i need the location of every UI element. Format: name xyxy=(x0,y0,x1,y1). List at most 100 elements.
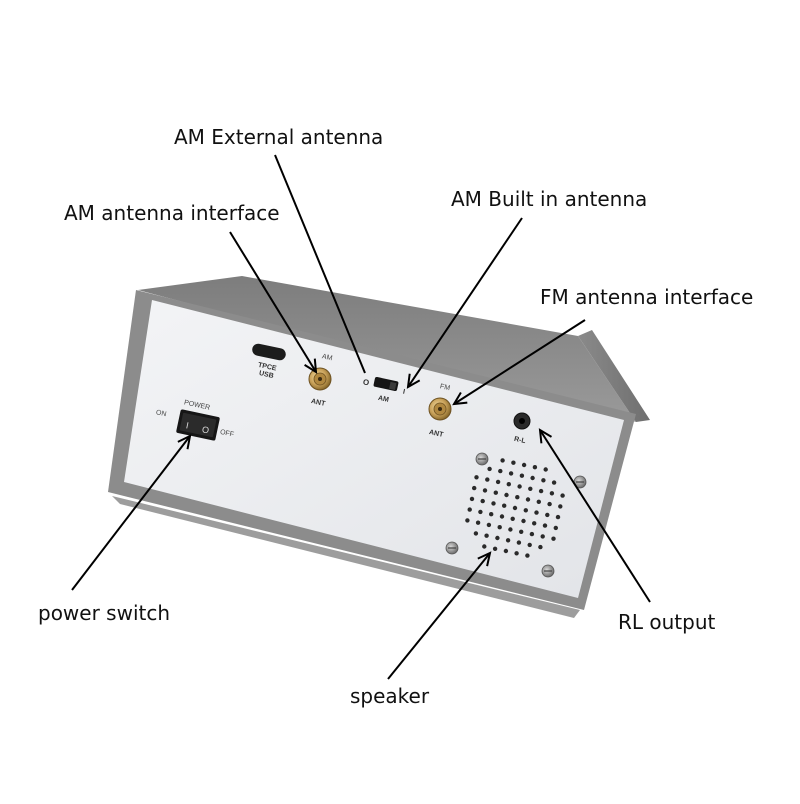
speaker-hole xyxy=(525,553,530,558)
label-power-switch: power switch xyxy=(38,601,171,625)
am-connector-label: AM xyxy=(321,353,333,362)
speaker-hole xyxy=(517,484,522,489)
speaker-hole xyxy=(504,492,509,498)
speaker-hole xyxy=(465,518,470,523)
callout-arrows xyxy=(71,154,651,680)
front-panel xyxy=(124,300,624,598)
speaker-hole xyxy=(528,486,533,491)
label-am-antenna-interface: AM antenna interface xyxy=(64,201,280,225)
speaker-hole xyxy=(527,542,532,548)
usb-label-usb: USB xyxy=(258,370,274,380)
speaker-hole xyxy=(495,535,500,541)
speaker-hole xyxy=(542,523,548,528)
am-sma-pin xyxy=(318,377,322,381)
arrow-am-antenna-interface xyxy=(229,231,318,374)
speaker-hole xyxy=(538,544,543,550)
selector-knob xyxy=(389,381,397,390)
speaker-hole xyxy=(549,491,555,496)
speaker-hole xyxy=(525,497,531,502)
selector-o-label: O xyxy=(362,377,370,387)
power-rocker-face xyxy=(179,412,217,438)
speaker-grille xyxy=(465,458,565,558)
speaker-hole xyxy=(560,493,565,498)
speaker-hole xyxy=(502,503,507,508)
speaker-hole xyxy=(519,473,525,478)
speaker-hole xyxy=(508,527,513,532)
speaker-hole xyxy=(503,548,509,554)
speaker-hole xyxy=(510,516,515,521)
speaker-hole xyxy=(521,518,526,524)
usb-c-port[interactable] xyxy=(251,343,287,362)
label-am-built-in-antenna: AM Built in antenna xyxy=(451,187,648,211)
speaker-hole xyxy=(475,520,481,525)
speaker-hole xyxy=(555,514,561,520)
speaker-hole xyxy=(534,510,539,515)
speaker-hole xyxy=(514,551,519,556)
speaker-hole xyxy=(558,504,563,509)
speaker-hole xyxy=(500,458,505,463)
speaker-hole xyxy=(486,522,492,528)
speaker-hole xyxy=(487,466,492,472)
arrow-am-external-antenna xyxy=(274,154,366,374)
speaker-hole xyxy=(511,460,516,465)
rl-jack-hole xyxy=(519,418,525,424)
speaker-hole xyxy=(543,467,548,472)
speaker-hole xyxy=(480,498,485,504)
speaker-hole xyxy=(508,471,514,476)
label-am-external-antenna: AM External antenna xyxy=(174,125,384,149)
speaker-hole xyxy=(516,540,522,545)
speaker-hole xyxy=(473,531,479,536)
label-speaker: speaker xyxy=(350,684,430,708)
speaker-hole xyxy=(512,505,518,511)
case-side xyxy=(578,330,650,422)
fm-ant-label: ANT xyxy=(428,429,444,439)
speaker-hole xyxy=(492,546,498,551)
speaker-hole xyxy=(540,534,545,539)
speaker-hole xyxy=(469,496,475,502)
fm-connector-label: FM xyxy=(439,383,451,392)
speaker-hole xyxy=(472,485,477,491)
arrow-power-switch xyxy=(71,434,192,591)
usb-label-tpce: TPCE xyxy=(257,362,277,373)
panel-screw xyxy=(475,452,489,466)
arrow-speaker xyxy=(387,551,492,680)
speaker-hole xyxy=(538,488,544,494)
speaker-hole xyxy=(505,538,511,543)
speaker-hole xyxy=(478,509,483,515)
speaker-hole xyxy=(482,488,488,493)
panel-screw xyxy=(445,541,459,555)
speaker-hole xyxy=(482,544,487,549)
speaker-hole xyxy=(474,475,479,480)
speaker-hole xyxy=(551,480,557,485)
power-off-label: OFF xyxy=(219,429,234,439)
speaker-hole xyxy=(489,512,494,517)
speaker-hole xyxy=(545,512,550,518)
speaker-hole xyxy=(498,468,503,474)
speaker-hole xyxy=(497,525,502,530)
speaker-hole xyxy=(530,475,535,481)
selector-i-label: I xyxy=(402,389,405,396)
speaker-hole xyxy=(519,529,524,534)
arrow-fm-antenna-interface xyxy=(452,319,586,406)
speaker-hole xyxy=(491,501,496,506)
speaker-hole xyxy=(553,525,558,531)
panel-screw xyxy=(541,564,555,578)
speaker-hole xyxy=(515,495,520,500)
arrow-am-built-in-antenna xyxy=(406,217,523,389)
am-ant-label: ANT xyxy=(310,398,326,408)
rocker-o-mark: O xyxy=(201,424,210,435)
speaker-hole xyxy=(467,507,472,512)
label-fm-antenna-interface: FM antenna interface xyxy=(540,285,754,309)
speaker-hole xyxy=(529,531,535,537)
label-rl-output: RL output xyxy=(618,610,716,634)
selector-am-label: AM xyxy=(377,395,389,404)
rl-label: R-L xyxy=(513,436,527,445)
arrow-rl-output xyxy=(538,428,651,603)
speaker-hole xyxy=(523,508,528,513)
power-on-label: ON xyxy=(155,409,167,418)
speaker-hole xyxy=(495,479,501,485)
rocker-i-mark: I xyxy=(185,420,190,430)
speaker-hole xyxy=(532,521,537,526)
